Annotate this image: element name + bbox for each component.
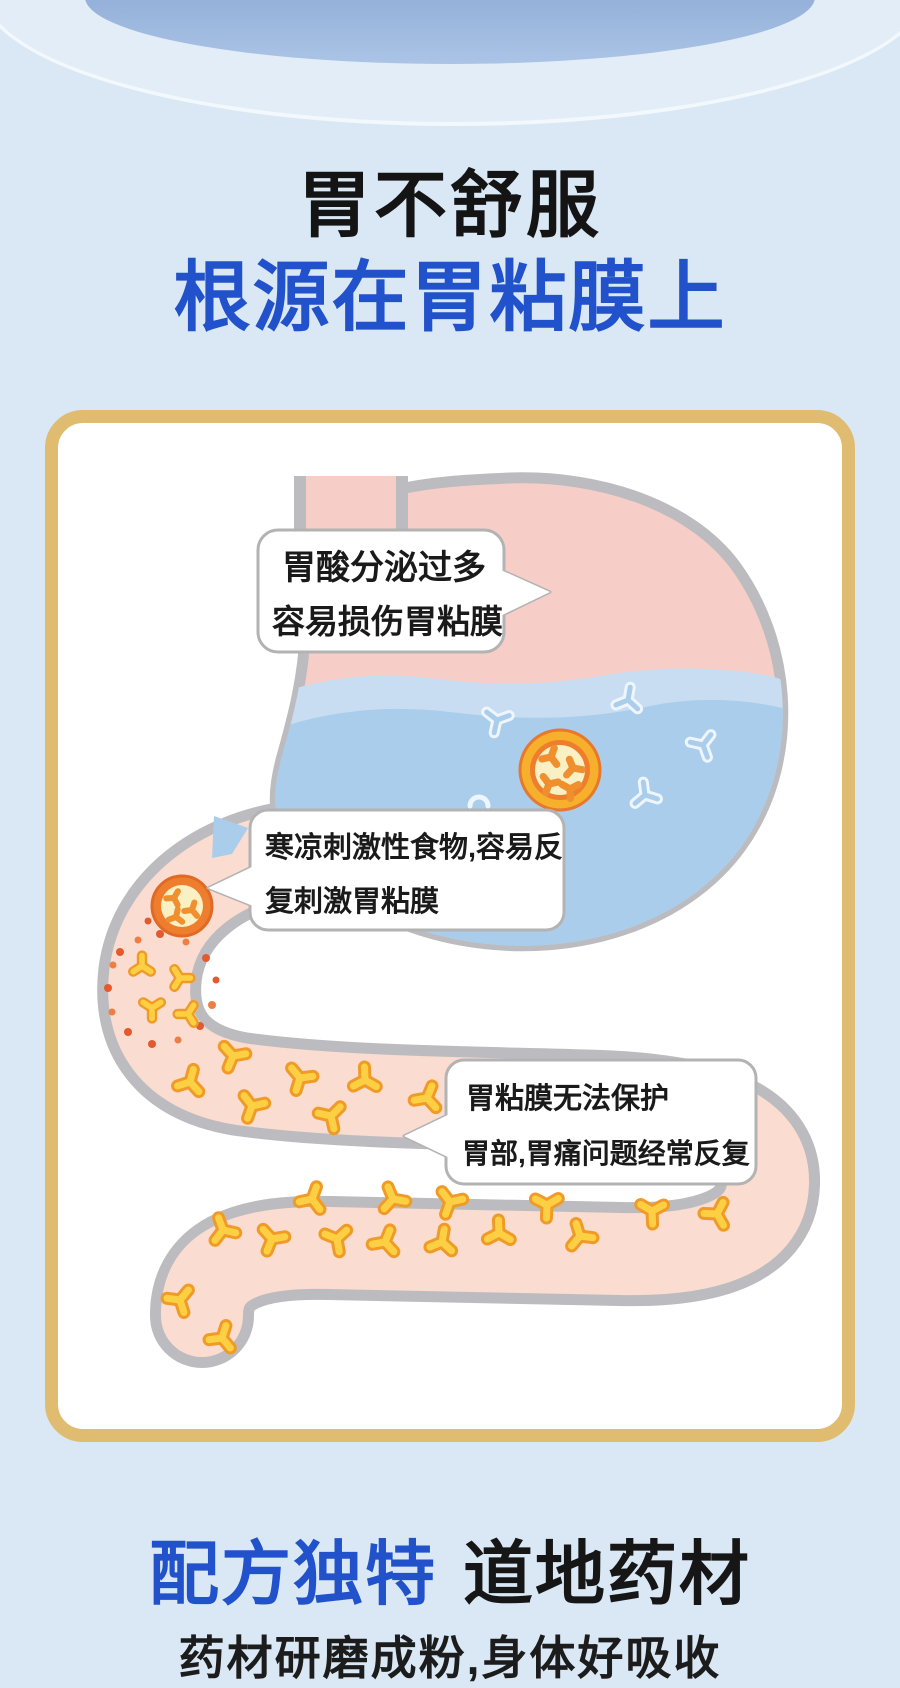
footer-headline-rest: 道地药材 xyxy=(463,1535,751,1613)
page-subtitle: 根源在胃粘膜上 xyxy=(173,255,727,341)
footer-headline: 配方独特道地药材 xyxy=(0,1535,900,1613)
footer-headline-accent: 配方独特 xyxy=(149,1535,437,1613)
page-title: 胃不舒服 xyxy=(298,165,602,246)
footer-subline: 药材研磨成粉,身体好吸收 xyxy=(178,1632,722,1684)
stomach-diagram-card xyxy=(45,410,855,1442)
